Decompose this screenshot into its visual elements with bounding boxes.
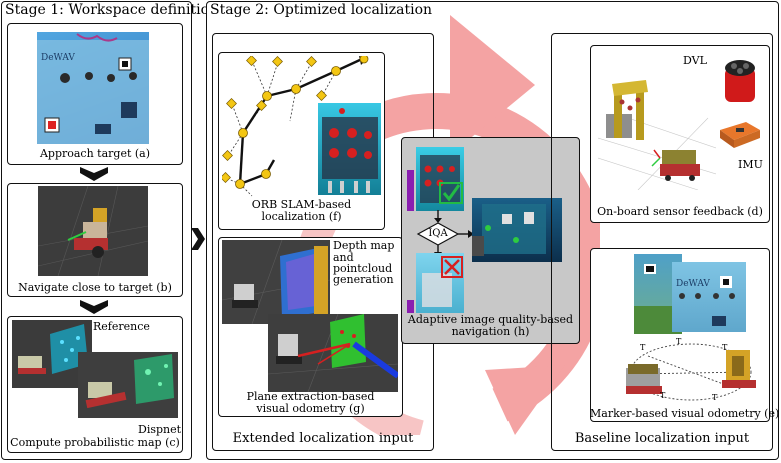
panel-g-label-line3: pointcloud: [333, 262, 393, 275]
panel-e-caption: Marker-based visual odometry (e): [590, 407, 780, 420]
chevron-down-icon: [80, 300, 108, 314]
panel-g-image-top: [222, 240, 330, 324]
stage1-title: Stage 1: Workspace definition: [5, 2, 219, 18]
panel-a-image: DeWAV: [37, 32, 149, 144]
imu-sensor-image: [716, 116, 762, 150]
extended-footer: Extended localization input: [232, 431, 414, 446]
svg-text:T: T: [712, 393, 718, 402]
quality-bar-high: [407, 170, 414, 211]
stage2-title: Stage 2: Optimized localization: [210, 2, 433, 18]
svg-text:T: T: [722, 343, 728, 352]
panel-g-caption-line2: visual odometry (g): [256, 402, 365, 415]
marker-transform-graph: [626, 343, 756, 401]
panel-g-label-line1: Depth map: [333, 239, 395, 252]
iqa-label: IQA: [428, 228, 448, 239]
transform-labels: T T T T T: [640, 337, 728, 402]
panel-d-label-dvl: DVL: [683, 54, 707, 67]
svg-text:DeWAV: DeWAV: [676, 279, 710, 289]
chevron-right-icon: [191, 228, 205, 250]
panel-b-image: [38, 186, 148, 276]
baseline-frame: [551, 33, 773, 451]
panel-c-caption: Compute probabilistic map (c): [10, 436, 180, 449]
baseline-footer: Baseline localization input: [574, 431, 750, 446]
panel-e-image-front: DeWAV: [672, 262, 746, 332]
panel-c-label-reference: Reference: [93, 320, 150, 333]
quality-bar-low: [407, 300, 414, 313]
panel-g-caption-line1: Plane extraction-based: [246, 390, 375, 403]
panel-a-caption: Approach target (a): [39, 147, 151, 160]
panel-h-image-bad: [416, 253, 464, 313]
panel-g-label-line2: and: [333, 251, 354, 264]
panel-a-label: DeWAV: [41, 53, 75, 63]
panel-f-caption-line1: ORB SLAM-based: [251, 198, 352, 211]
svg-text:T: T: [640, 343, 646, 352]
panel-c-image-bottom: [78, 352, 178, 418]
panel-h-caption-line1: Adaptive image quality-based: [407, 313, 574, 326]
pose-graph: [222, 56, 369, 197]
panel-g-label-line4: generation: [333, 273, 394, 286]
panel-h-image-result: [472, 198, 562, 262]
svg-text:T: T: [676, 337, 682, 346]
panel-b-caption: Navigate close to target (b): [18, 281, 172, 294]
panel-f-image: [318, 103, 381, 195]
panel-d-image: [598, 78, 716, 190]
panel-h-image-good: [416, 147, 464, 211]
panel-f-caption-line2: localization (f): [261, 210, 342, 223]
panel-g-image-bottom: [268, 314, 398, 392]
chevron-down-icon: [80, 167, 108, 181]
panel-h-caption-line2: navigation (h): [451, 325, 530, 338]
panel-d-label-imu: IMU: [738, 158, 763, 171]
panel-c-label-dispnet: Dispnet: [138, 423, 182, 436]
svg-text:T: T: [660, 391, 666, 400]
panel-d-caption: On-board sensor feedback (d): [597, 205, 763, 218]
dvl-sensor-image: [715, 56, 765, 106]
